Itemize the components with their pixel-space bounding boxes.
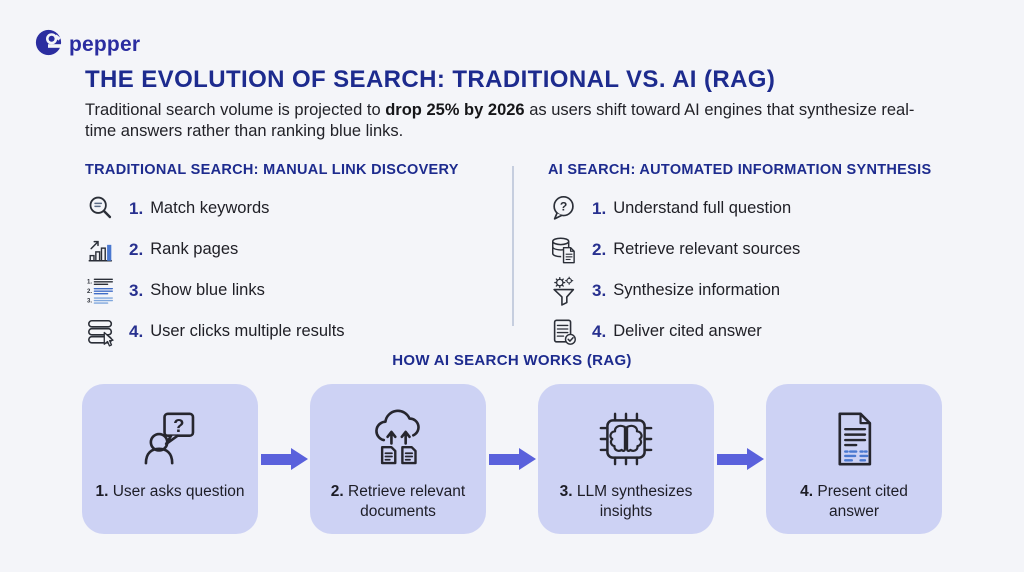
traditional-column-heading: TRADITIONAL SEARCH: MANUAL LINK DISCOVER… <box>85 162 459 178</box>
step-label: User clicks multiple results <box>150 322 345 340</box>
step-number: 2. <box>592 239 607 259</box>
ai-column-heading: AI SEARCH: AUTOMATED INFORMATION SYNTHES… <box>548 162 932 178</box>
step-label: Rank pages <box>150 240 239 258</box>
flow-card-3: 3. LLM synthesizes insights <box>538 384 714 534</box>
step-number: 4. <box>592 321 607 341</box>
cloud-docs-icon <box>363 396 433 482</box>
flow-card-2: 2. Retrieve relevant documents <box>310 384 486 534</box>
user-question-icon: ? <box>135 396 205 482</box>
flow-arrow-icon <box>486 448 538 470</box>
bar-chart-icon <box>85 234 116 265</box>
ai-step-3: 3. Synthesize information <box>548 275 988 306</box>
flow-step-number: 4. <box>800 483 814 500</box>
results-cursor-icon <box>85 316 116 347</box>
page-title: THE EVOLUTION OF SEARCH: TRADITIONAL VS.… <box>85 66 776 93</box>
rag-flow-diagram: ? 1. User asks question <box>82 384 942 534</box>
flow-step-number: 2. <box>330 483 344 500</box>
traditional-step-3: 1. 2. 3. 3. Show blue links <box>85 275 495 306</box>
step-number: 1. <box>129 198 144 218</box>
flow-step-label: 2. Retrieve relevant documents <box>321 482 475 522</box>
pepper-logo-icon <box>35 29 62 61</box>
list-number-1: 1. <box>86 278 91 285</box>
subtitle-bold-stat: drop 25% by 2026 <box>385 101 525 119</box>
step-label: Understand full question <box>613 199 792 217</box>
flow-step-number: 1. <box>95 483 109 500</box>
step-label: Deliver cited answer <box>613 322 762 340</box>
chip-brain-icon <box>591 396 661 482</box>
step-label: Retrieve relevant sources <box>613 240 801 258</box>
traditional-step-2: 2. Rank pages <box>85 234 495 265</box>
column-divider <box>512 166 514 326</box>
step-number: 2. <box>129 239 144 259</box>
step-number: 4. <box>129 321 144 341</box>
database-doc-icon <box>548 234 579 265</box>
step-label: Show blue links <box>150 281 265 299</box>
flow-card-1: ? 1. User asks question <box>82 384 258 534</box>
ai-step-1: ? 1. Understand full question <box>548 193 988 224</box>
cited-document-icon <box>819 396 889 482</box>
question-mark-glyph: ? <box>173 415 184 436</box>
question-bubble-icon: ? <box>548 193 579 224</box>
flow-step-text: LLM synthesizes insights <box>576 483 693 520</box>
brand-name: pepper <box>69 33 141 56</box>
flow-card-4: 4. Present cited answer <box>766 384 942 534</box>
step-number: 3. <box>129 280 144 300</box>
brand-logo: pepper <box>35 29 140 61</box>
ai-step-2: 2. Retrieve relevant sources <box>548 234 988 265</box>
flow-section-heading: HOW AI SEARCH WORKS (RAG) <box>392 352 632 369</box>
numbered-list-icon: 1. 2. 3. <box>85 275 116 306</box>
flow-step-text: User asks question <box>112 483 245 500</box>
flow-step-text: Retrieve relevant documents <box>348 483 466 520</box>
flow-step-label: 1. User asks question <box>93 482 247 502</box>
traditional-search-column: TRADITIONAL SEARCH: MANUAL LINK DISCOVER… <box>85 162 495 357</box>
traditional-step-4: 4. User clicks multiple results <box>85 316 495 347</box>
flow-arrow-icon <box>714 448 766 470</box>
traditional-step-1: 1. Match keywords <box>85 193 495 224</box>
step-number: 1. <box>592 198 607 218</box>
page-subtitle: Traditional search volume is projected t… <box>85 100 930 142</box>
subtitle-pre: Traditional search volume is projected t… <box>85 101 386 119</box>
flow-step-text: Present cited answer <box>817 483 908 520</box>
document-check-icon <box>548 316 579 347</box>
subtitle-post: as users shift toward AI engines that sy… <box>85 101 915 140</box>
flow-arrow-icon <box>258 448 310 470</box>
magnifier-icon <box>85 193 116 224</box>
list-number-2: 2. <box>86 287 91 294</box>
ai-step-4: 4. Deliver cited answer <box>548 316 988 347</box>
flow-step-number: 3. <box>559 483 573 500</box>
step-label: Synthesize information <box>613 281 781 299</box>
flow-step-label: 4. Present cited answer <box>777 482 931 522</box>
funnel-gears-icon <box>548 275 579 306</box>
question-mark-glyph: ? <box>559 199 566 213</box>
flow-step-label: 3. LLM synthesizes insights <box>549 482 703 522</box>
list-number-3: 3. <box>86 297 91 304</box>
step-number: 3. <box>592 280 607 300</box>
ai-search-column: AI SEARCH: AUTOMATED INFORMATION SYNTHES… <box>548 162 988 357</box>
step-label: Match keywords <box>150 199 270 217</box>
